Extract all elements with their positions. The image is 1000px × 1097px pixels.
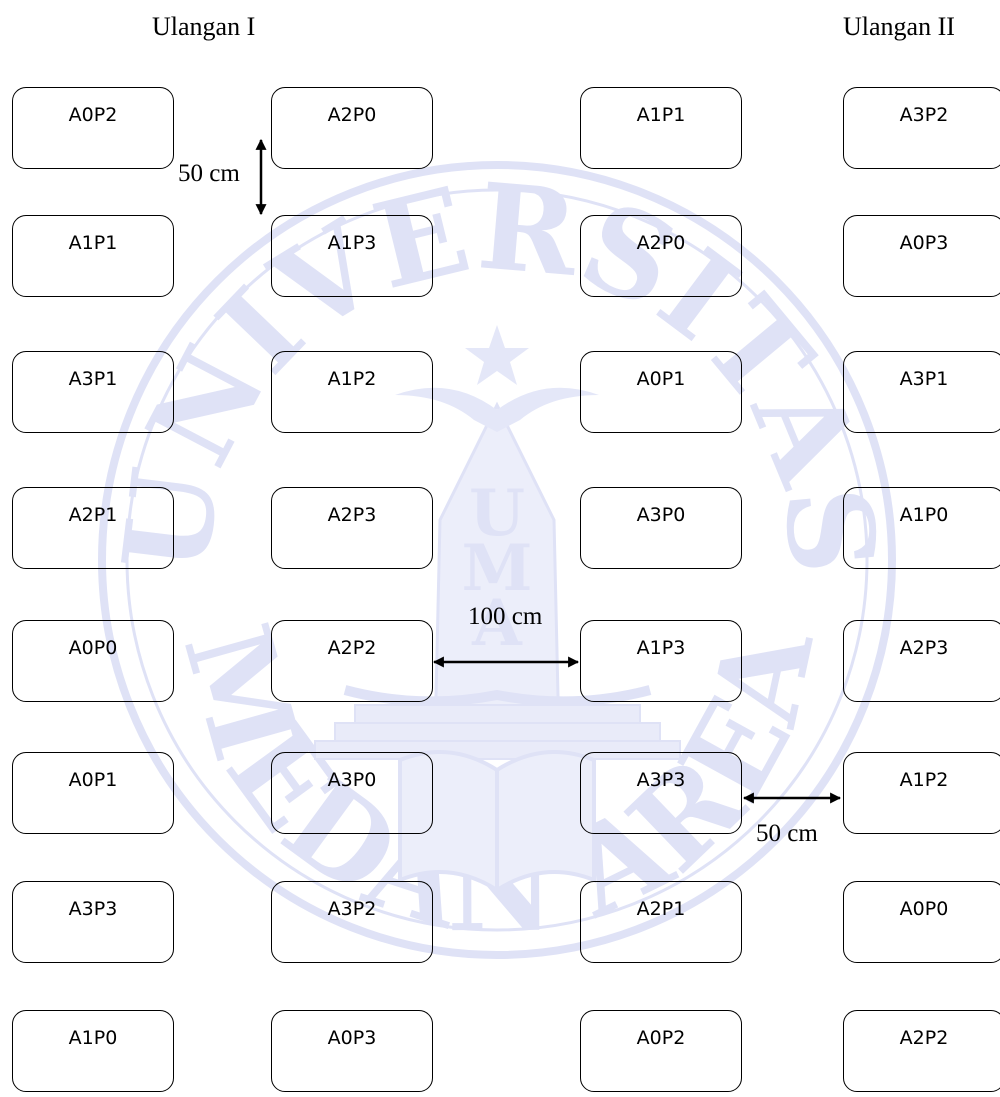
- plot-rep1-col2-row4: A2P3: [271, 487, 433, 569]
- plot-rep1-col2-row6: A3P0: [271, 752, 433, 834]
- plot-rep1-col1-row4: A2P1: [12, 487, 174, 569]
- replicate-2-heading: Ulangan II: [843, 12, 955, 41]
- plot-rep2-col1-row6: A3P3: [580, 752, 742, 834]
- plot-rep1-col1-row3: A3P1: [12, 351, 174, 433]
- plot-rep1-col2-row3: A1P2: [271, 351, 433, 433]
- plot-rep1-col2-row7: A3P2: [271, 881, 433, 963]
- plot-rep2-col2-row5: A2P3: [843, 620, 1000, 702]
- plot-rep2-col1-row8: A0P2: [580, 1010, 742, 1092]
- plot-rep2-col1-row7: A2P1: [580, 881, 742, 963]
- plot-rep2-col2-row8: A2P2: [843, 1010, 1000, 1092]
- plot-rep2-col1-row5: A1P3: [580, 620, 742, 702]
- replicate-1-heading: Ulangan I: [152, 12, 256, 41]
- plot-rep2-col2-row4: A1P0: [843, 487, 1000, 569]
- plot-rep2-col2-row6: A1P2: [843, 752, 1000, 834]
- plot-rep1-col2-row5: A2P2: [271, 620, 433, 702]
- plot-rep2-col2-row7: A0P0: [843, 881, 1000, 963]
- plot-rep1-col1-row8: A1P0: [12, 1010, 174, 1092]
- plot-rep1-col1-row5: A0P0: [12, 620, 174, 702]
- plot-rep2-col1-row4: A3P0: [580, 487, 742, 569]
- replicate-spacing-label: 100 cm: [468, 603, 543, 630]
- plot-rep1-col1-row2: A1P1: [12, 215, 174, 297]
- plot-rep2-col1-row3: A0P1: [580, 351, 742, 433]
- plot-rep1-col2-row2: A1P3: [271, 215, 433, 297]
- plot-rep2-col1-row1: A1P1: [580, 87, 742, 169]
- column-spacing-label: 50 cm: [756, 820, 818, 847]
- plot-rep1-col2-row1: A2P0: [271, 87, 433, 169]
- plot-rep2-col2-row2: A0P3: [843, 215, 1000, 297]
- plot-rep1-col1-row1: A0P2: [12, 87, 174, 169]
- plot-rep2-col2-row1: A3P2: [843, 87, 1000, 169]
- plot-rep1-col2-row8: A0P3: [271, 1010, 433, 1092]
- plot-rep1-col1-row7: A3P3: [12, 881, 174, 963]
- plot-rep2-col1-row2: A2P0: [580, 215, 742, 297]
- vertical-spacing-label: 50 cm: [178, 160, 240, 187]
- plot-rep1-col1-row6: A0P1: [12, 752, 174, 834]
- plot-rep2-col2-row3: A3P1: [843, 351, 1000, 433]
